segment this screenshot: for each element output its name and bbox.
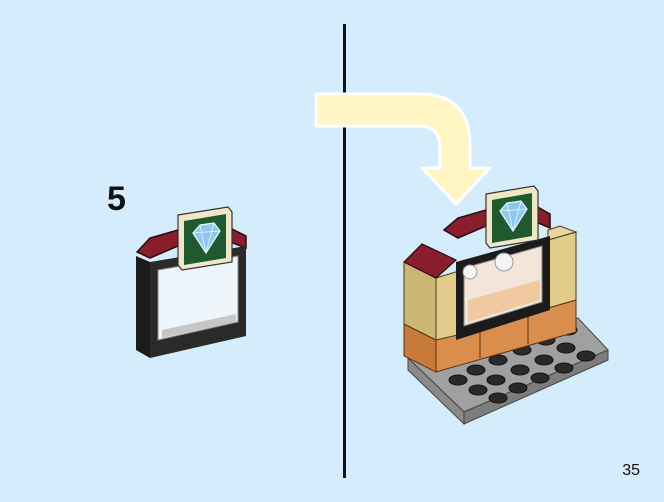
diamond-sign — [177, 206, 233, 271]
step-number: 5 — [107, 180, 126, 218]
step-divider — [343, 24, 346, 478]
diamond-icon — [192, 222, 221, 255]
arrow-down-icon — [314, 92, 492, 206]
page-number: 35 — [622, 462, 640, 479]
assembled-model — [402, 185, 609, 426]
diamond-icon — [499, 200, 528, 233]
window-subassembly — [135, 206, 247, 358]
diamond-sign-assembled — [485, 185, 539, 249]
